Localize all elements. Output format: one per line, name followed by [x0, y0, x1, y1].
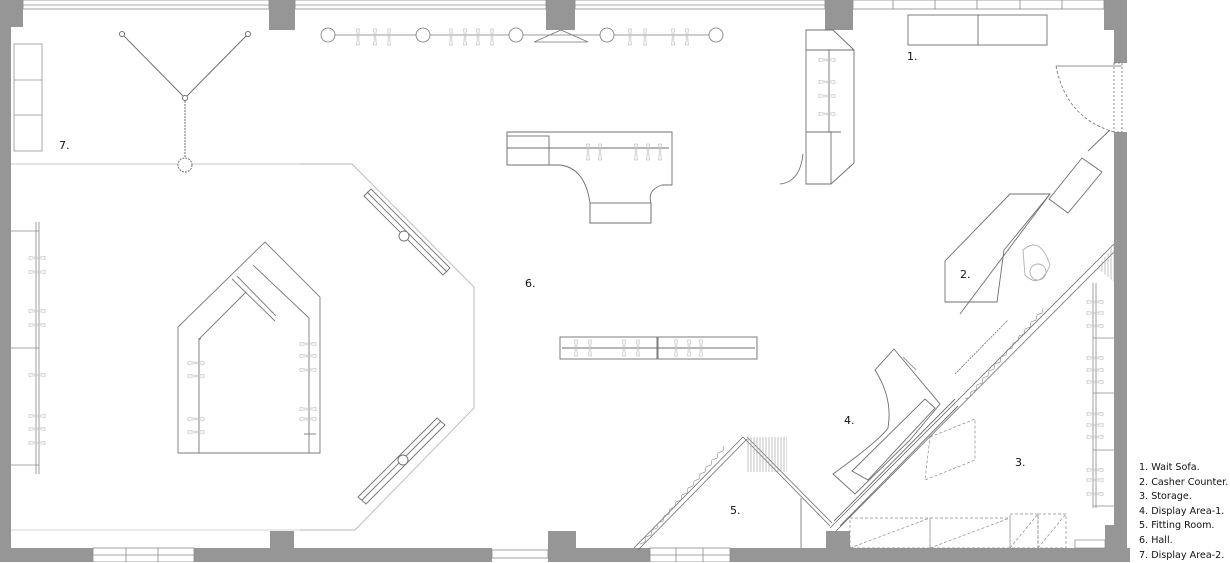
cashier-counter: [944, 129, 1111, 315]
legend-item: 2. Casher Counter.: [1139, 476, 1229, 488]
storage-boxes: [849, 418, 1106, 549]
display-bench-left: [13, 43, 43, 152]
left-wall-shelf-unit: [779, 29, 855, 185]
zone-label-2: 2.: [960, 268, 971, 281]
wait-sofa: [907, 14, 1048, 46]
top-hanging-rail: [320, 27, 724, 46]
legend-item: 5. Fitting Room.: [1139, 520, 1215, 532]
legend-item: 6. Hall.: [1139, 534, 1173, 546]
windows: [11, 0, 1105, 562]
storage-partition-wall: [829, 243, 1115, 532]
display-area-1-fixture: [832, 348, 959, 527]
zone-label-5: 5.: [730, 504, 741, 517]
legend-item: 1. Wait Sofa.: [1139, 462, 1200, 473]
zone-label-3: 3.: [1015, 456, 1026, 469]
diagonal-rack-upper: [363, 188, 451, 276]
zone-label-4: 4.: [844, 414, 855, 427]
house-shaped-display: [177, 241, 321, 454]
legend: 1. Wait Sofa. 2. Casher Counter. 3. Stor…: [1139, 461, 1228, 563]
center-double-rack: [559, 336, 758, 360]
diagonal-rack-lower: [357, 417, 446, 505]
zone-label-1: 1.: [907, 50, 918, 63]
legend-item: 3. Storage.: [1139, 491, 1192, 503]
left-wall-rack: [11, 222, 46, 474]
zone-label-7: 7.: [59, 139, 70, 152]
legend-item: 4. Display Area-1.: [1139, 505, 1225, 517]
legend-item: 7. Display Area-2.: [1139, 549, 1225, 561]
curtain-zigzag: [639, 307, 1044, 545]
fitting-room: [633, 436, 833, 551]
center-display-counter: [506, 131, 673, 224]
exterior-walls: [0, 0, 1130, 562]
entrance-door: [1055, 62, 1123, 133]
zone-label-6: 6.: [525, 277, 536, 290]
storage-shelving: [1086, 283, 1114, 508]
y-shaped-rack: [119, 31, 251, 173]
display-area-2-outline: [300, 163, 475, 531]
